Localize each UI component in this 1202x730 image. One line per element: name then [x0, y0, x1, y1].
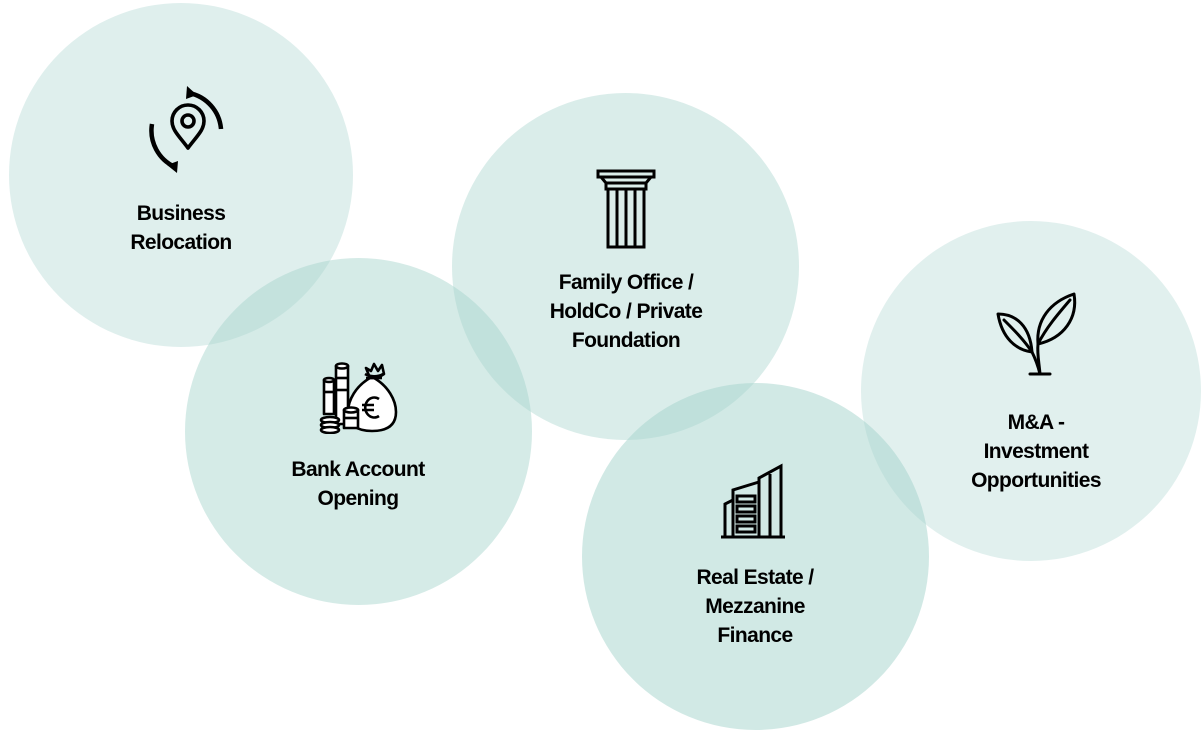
service-label: Family Office / HoldCo / Private Foundat… [515, 268, 737, 355]
label-line: Family Office / [558, 271, 694, 294]
label-line: Bank Account [291, 458, 425, 481]
label-line: Relocation [130, 231, 232, 254]
service-business-relocation: Business Relocation [81, 84, 281, 257]
money-bag-euro-coins-icon [319, 362, 398, 434]
label-line: Business [136, 202, 226, 225]
service-label: Bank Account Opening [258, 455, 458, 513]
label-line: Foundation [571, 329, 681, 352]
service-circle-business-relocation [9, 3, 353, 347]
service-family-office: Family Office / HoldCo / Private Foundat… [515, 168, 737, 355]
label-line: Opportunities [971, 469, 1101, 492]
office-buildings-icon [721, 463, 785, 539]
service-label: Business Relocation [81, 199, 281, 257]
service-circle-family-office [452, 93, 799, 440]
service-label: M&A - Investment Opportunities [936, 408, 1136, 495]
service-circle-bank-account-opening [185, 258, 532, 605]
label-line: M&A - [1007, 411, 1065, 434]
service-bank-account-opening: Bank Account Opening [258, 354, 458, 513]
service-circle-ma-investment [861, 221, 1201, 561]
label-line: Mezzanine [705, 595, 805, 618]
label-line: Opening [317, 487, 400, 510]
label-line: HoldCo / Private [549, 300, 703, 323]
service-real-estate: Real Estate / Mezzanine Finance [655, 460, 855, 650]
service-circle-real-estate [582, 383, 929, 730]
label-line: Investment [983, 440, 1089, 463]
column-pillar-icon [596, 169, 656, 249]
service-label: Real Estate / Mezzanine Finance [655, 563, 855, 650]
label-line: Real Estate / [696, 566, 814, 589]
service-ma-investment: M&A - Investment Opportunities [936, 290, 1136, 495]
label-line: Finance [717, 624, 793, 647]
location-pin-rotate-icon [149, 86, 224, 173]
plant-sprout-icon [996, 292, 1077, 376]
